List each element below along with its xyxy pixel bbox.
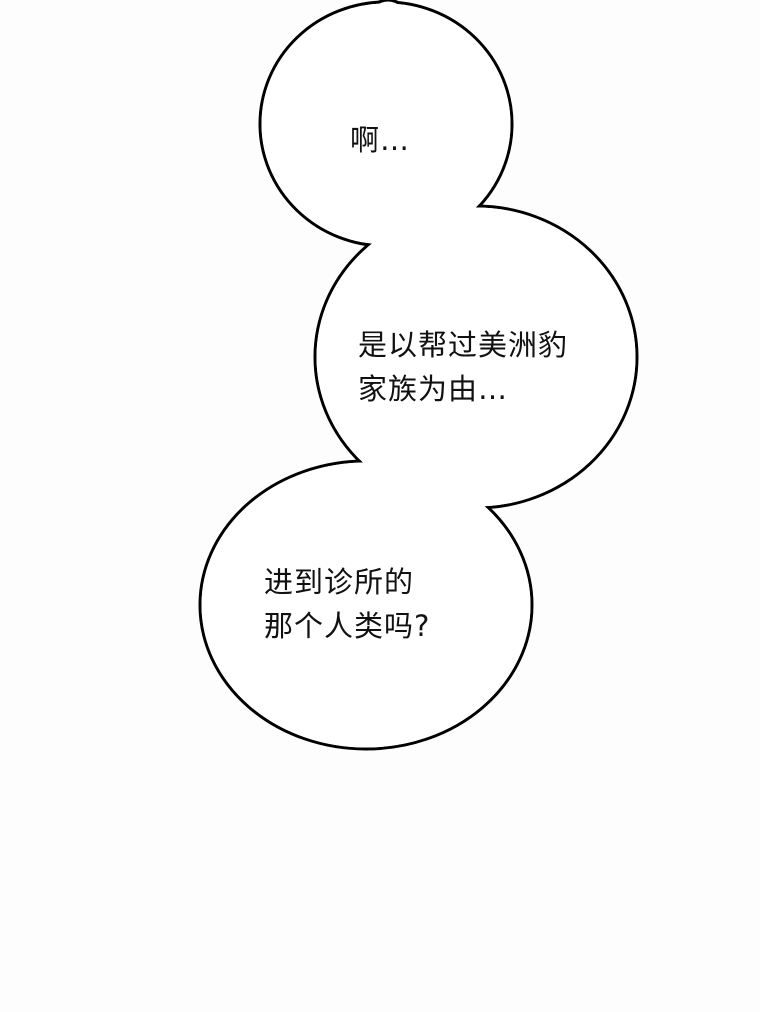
bubble-1-text: 啊…: [350, 118, 410, 162]
bubble-2-line-2: 家族为由…: [358, 372, 509, 406]
bubble-2-text: 是以帮过美洲豹 家族为由…: [358, 323, 568, 411]
bubble-2-line-1: 是以帮过美洲豹: [358, 328, 569, 362]
bubble-3-line-2: 那个人类吗?: [264, 609, 431, 643]
bubble-3-text: 进到诊所的 那个人类吗?: [264, 560, 430, 648]
bubble-3-line-1: 进到诊所的: [264, 565, 415, 599]
bubble-1-line-1: 啊…: [350, 123, 411, 157]
